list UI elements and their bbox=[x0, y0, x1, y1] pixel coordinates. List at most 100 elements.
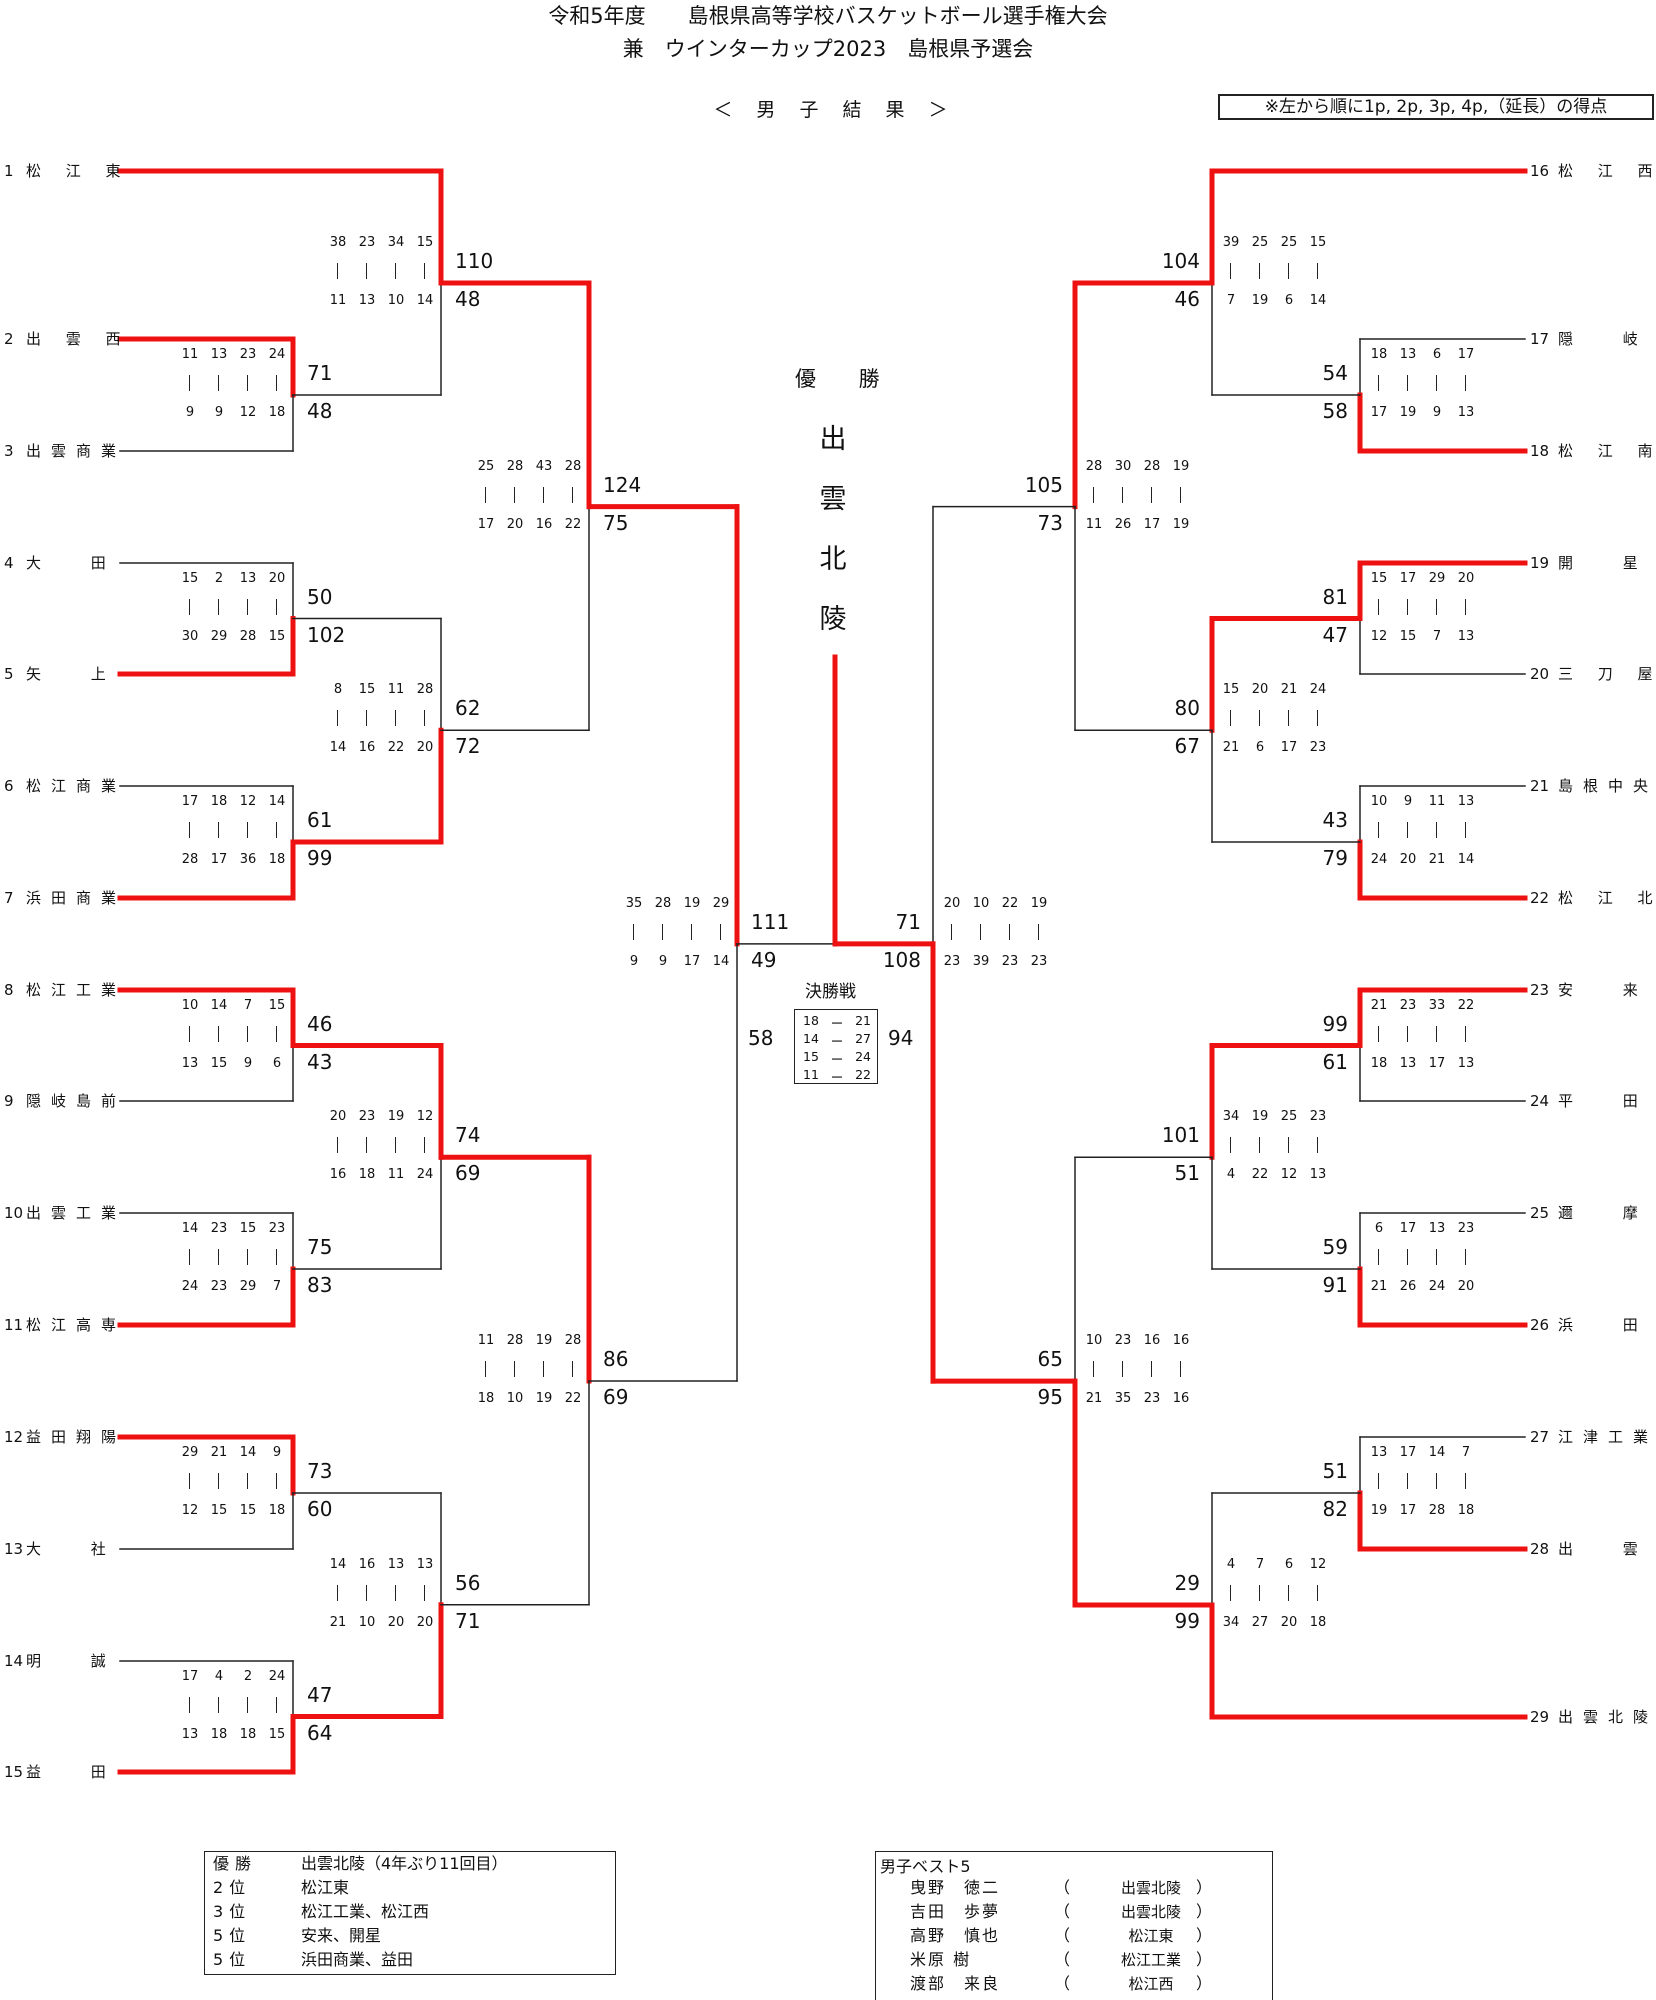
period-score-top: 18 bbox=[210, 794, 228, 809]
period-score-top: 23 bbox=[1114, 1333, 1132, 1349]
period-score-bottom: 13 bbox=[1309, 1167, 1327, 1183]
period-separator bbox=[1317, 263, 1318, 279]
period-score-bottom: 11 bbox=[387, 1167, 405, 1183]
team-seed: 13 bbox=[4, 1540, 24, 1558]
dash: ー bbox=[830, 1034, 844, 1049]
period-score-top: 19 bbox=[1172, 458, 1190, 474]
team-seed: 17 bbox=[1530, 330, 1550, 348]
period-separator bbox=[485, 1361, 486, 1377]
period-score-bottom: 20 bbox=[1399, 852, 1417, 867]
team-name: 江津工業 bbox=[1558, 1428, 1656, 1446]
match-bottom-score: 71 bbox=[455, 1608, 481, 1633]
team-seed: 4 bbox=[4, 554, 14, 572]
team-seed: 29 bbox=[1530, 1708, 1550, 1726]
period-score-top: 19 bbox=[387, 1109, 405, 1125]
match-top-score: 124 bbox=[603, 472, 642, 497]
period-score-top: 14 bbox=[1428, 1445, 1446, 1460]
final-period-right: 22 bbox=[855, 1067, 871, 1082]
period-score-bottom: 28 bbox=[181, 852, 199, 867]
period-score-top: 16 bbox=[1172, 1333, 1190, 1349]
period-score-top: 6 bbox=[1432, 347, 1442, 362]
period-score-top: 28 bbox=[506, 458, 524, 474]
team-seed: 20 bbox=[1530, 665, 1550, 683]
team-name: 隠岐島前 bbox=[26, 1092, 127, 1110]
period-separator bbox=[189, 1473, 190, 1489]
period-separator bbox=[1436, 1473, 1437, 1489]
match-top-score: 86 bbox=[603, 1347, 629, 1371]
period-score-top: 19 bbox=[683, 895, 701, 911]
period-score-top: 28 bbox=[1143, 458, 1161, 474]
team-seed: 25 bbox=[1530, 1204, 1550, 1222]
champion-name-char: 陵 bbox=[819, 604, 847, 635]
period-score-top: 34 bbox=[1222, 1109, 1240, 1125]
period-separator bbox=[1180, 1361, 1181, 1378]
match-top-score: 80 bbox=[1174, 696, 1200, 721]
champion-label: 優 勝 bbox=[795, 367, 898, 391]
match-bottom-score: 69 bbox=[603, 1385, 629, 1409]
standings-rank: 優勝 bbox=[213, 1854, 258, 1873]
period-score-top: 13 bbox=[1370, 1445, 1388, 1460]
player-school: 出雲北陵 bbox=[1120, 1879, 1181, 1897]
period-score-top: 15 bbox=[1370, 570, 1388, 586]
period-score-top: 6 bbox=[1284, 1557, 1294, 1572]
period-separator bbox=[1378, 1473, 1379, 1489]
period-separator bbox=[1288, 1585, 1289, 1601]
match-top-score: 43 bbox=[1322, 808, 1348, 832]
period-separator bbox=[366, 710, 367, 727]
period-score-bottom: 16 bbox=[535, 516, 553, 532]
team-seed: 16 bbox=[1530, 162, 1550, 180]
team-name: 松 江 西 bbox=[1558, 162, 1656, 180]
period-score-top: 23 bbox=[358, 1109, 376, 1125]
dash: ー bbox=[830, 1052, 844, 1067]
team-name: 矢 上 bbox=[26, 665, 116, 683]
period-score-top: 29 bbox=[712, 895, 730, 911]
period-score-bottom: 6 bbox=[1255, 740, 1265, 756]
match-top-score: 99 bbox=[1322, 1011, 1348, 1036]
match-top-score: 105 bbox=[1024, 472, 1063, 497]
period-separator bbox=[1436, 1249, 1437, 1265]
match-bottom-score: 102 bbox=[307, 622, 346, 647]
period-separator bbox=[1230, 263, 1231, 279]
period-separator bbox=[633, 923, 634, 940]
team-name: 松江商業 bbox=[26, 777, 127, 795]
page-title-line2: 兼 ウインターカップ2023 島根県予選会 bbox=[622, 37, 1034, 61]
period-separator bbox=[1436, 822, 1437, 838]
period-score-bottom: 16 bbox=[329, 1167, 347, 1183]
paren: ） bbox=[1196, 1974, 1213, 1993]
period-score-top: 10 bbox=[972, 895, 990, 911]
player-name: 曳野 徳二 bbox=[910, 1878, 1001, 1897]
match-top-score: 81 bbox=[1322, 584, 1348, 609]
match-top-score: 73 bbox=[307, 1459, 333, 1483]
period-score-bottom: 14 bbox=[1309, 293, 1327, 308]
period-score-bottom: 19 bbox=[1251, 293, 1269, 308]
period-score-top: 14 bbox=[329, 1556, 347, 1572]
period-score-top: 28 bbox=[416, 682, 434, 698]
period-separator bbox=[218, 375, 219, 391]
period-separator bbox=[1465, 1473, 1466, 1489]
period-score-bottom: 27 bbox=[1251, 1615, 1269, 1630]
period-separator bbox=[1259, 1585, 1260, 1601]
period-score-bottom: 14 bbox=[712, 953, 730, 969]
period-separator bbox=[951, 923, 952, 940]
period-separator bbox=[980, 923, 981, 940]
period-score-top: 28 bbox=[654, 895, 672, 911]
period-score-bottom: 20 bbox=[416, 1614, 434, 1630]
final-left-score: 58 bbox=[748, 1026, 774, 1050]
period-separator bbox=[1436, 598, 1437, 615]
period-score-bottom: 13 bbox=[181, 1055, 199, 1071]
final-period-right: 21 bbox=[855, 1013, 871, 1028]
period-separator bbox=[218, 1249, 219, 1265]
team-name: 安 来 bbox=[1558, 981, 1648, 999]
period-score-bottom: 17 bbox=[683, 953, 701, 969]
standings-rank: 3位 bbox=[213, 1902, 252, 1921]
period-score-bottom: 11 bbox=[329, 293, 347, 308]
match-bottom-score: 58 bbox=[1322, 399, 1348, 423]
period-separator bbox=[424, 710, 425, 727]
period-separator bbox=[1465, 1025, 1466, 1042]
team-seed: 23 bbox=[1530, 981, 1550, 999]
best5-row: 曳野 徳二 （ 出雲北陵 ） bbox=[876, 1876, 1274, 1900]
period-score-bottom: 22 bbox=[1251, 1167, 1269, 1183]
